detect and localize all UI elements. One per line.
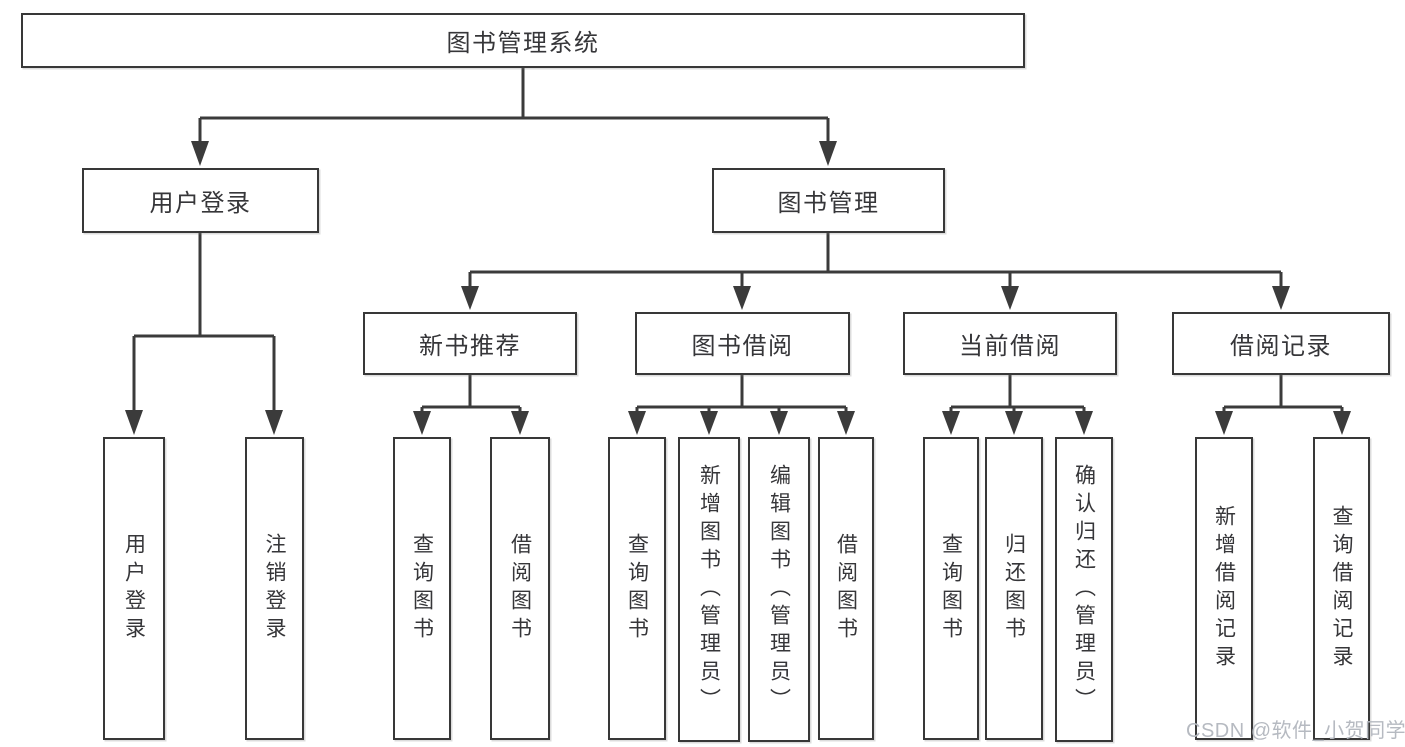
leaf-label: 确认归还（管理员） — [1072, 463, 1096, 716]
leaf-user-login: 用户登录 — [103, 437, 165, 740]
node-label: 图书管理系统 — [446, 30, 600, 57]
leaf-query-books-current: 查询图书 — [923, 437, 979, 740]
leaf-borrow-books-recommend: 借阅图书 — [490, 437, 550, 740]
leaf-label: 借阅图书 — [834, 532, 858, 645]
leaf-query-books-recommend: 查询图书 — [393, 437, 451, 740]
leaf-label: 用户登录 — [122, 532, 146, 645]
leaf-return-book: 归还图书 — [985, 437, 1043, 740]
connector-book-borrow-branch — [628, 375, 855, 435]
connector-root-to-level2 — [191, 68, 837, 166]
node-user-login: 用户登录 — [82, 168, 319, 233]
leaf-label: 归还图书 — [1002, 532, 1026, 645]
leaf-query-books-borrow: 查询图书 — [608, 437, 666, 740]
connector-user-login-branch — [125, 233, 283, 435]
leaf-label: 新增图书（管理员） — [697, 463, 721, 716]
leaf-confirm-return-admin: 确认归还（管理员） — [1055, 437, 1113, 742]
connector-borrow-records-branch — [1215, 375, 1351, 435]
leaf-edit-book-admin: 编辑图书（管理员） — [748, 437, 810, 742]
leaf-logout: 注销登录 — [245, 437, 304, 740]
leaf-label: 查询图书 — [625, 532, 649, 645]
leaf-add-borrow-record: 新增借阅记录 — [1195, 437, 1253, 740]
connector-new-book-recommend-branch — [413, 375, 529, 435]
csdn-watermark: CSDN @软件_小贺同学 — [1186, 720, 1405, 742]
leaf-borrow-books: 借阅图书 — [818, 437, 874, 740]
node-borrow-records: 借阅记录 — [1172, 312, 1390, 375]
node-label: 当前借阅 — [959, 333, 1061, 360]
node-label: 新书推荐 — [419, 333, 521, 360]
node-label: 图书借阅 — [691, 333, 794, 360]
node-current-borrow: 当前借阅 — [903, 312, 1117, 375]
leaf-label: 编辑图书（管理员） — [767, 463, 791, 716]
leaf-label: 借阅图书 — [508, 532, 532, 645]
node-root: 图书管理系统 — [21, 13, 1025, 68]
node-new-book-recommend: 新书推荐 — [363, 312, 577, 375]
node-label: 用户登录 — [149, 190, 252, 217]
node-label: 借阅记录 — [1230, 333, 1332, 360]
leaf-label: 新增借阅记录 — [1212, 504, 1236, 673]
node-book-borrow: 图书借阅 — [635, 312, 850, 375]
leaf-label: 注销登录 — [263, 532, 286, 645]
connector-current-borrow-branch — [942, 375, 1093, 435]
leaf-add-book-admin: 新增图书（管理员） — [678, 437, 740, 742]
leaf-query-borrow-record: 查询借阅记录 — [1313, 437, 1370, 740]
node-book-management: 图书管理 — [712, 168, 945, 233]
node-label: 图书管理 — [777, 190, 880, 217]
leaf-label: 查询图书 — [939, 532, 963, 645]
connector-book-management-branch — [461, 233, 1290, 310]
leaf-label: 查询图书 — [410, 532, 434, 645]
leaf-label: 查询借阅记录 — [1330, 504, 1353, 673]
